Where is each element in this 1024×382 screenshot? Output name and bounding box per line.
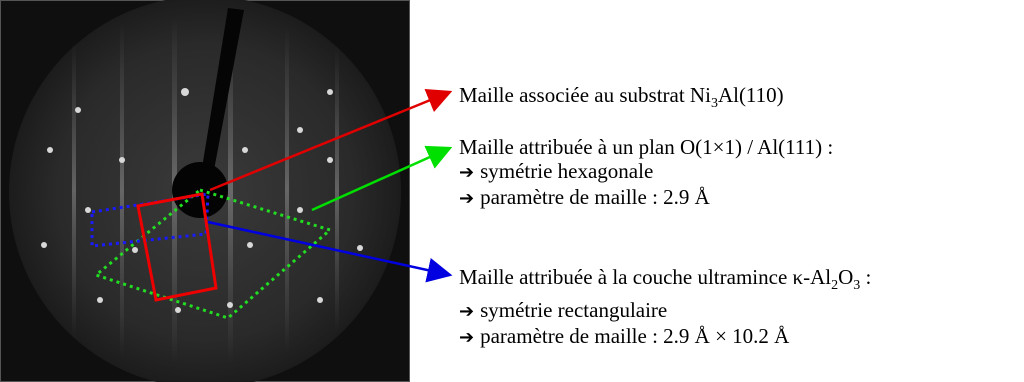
- o-plane-label: Maille attribuée à un plan O(1×1) / Al(1…: [459, 135, 833, 211]
- alumina-symmetry: ➔symétrie rectangulaire: [459, 298, 668, 323]
- diffraction-spots: [41, 88, 363, 313]
- o-plane-parameter: ➔paramètre de maille : 2.9 Å: [459, 185, 710, 209]
- o-plane-title: Maille attribuée à un plan O(1×1) / Al(1…: [459, 135, 834, 159]
- substrate-pointer-arrow: [209, 88, 453, 192]
- right-arrow-icon: ➔: [459, 327, 475, 349]
- alumina-pointer-arrow: [207, 220, 453, 283]
- alumina-parameter: ➔paramètre de maille : 2.9 Å × 10.2 Å: [459, 324, 790, 349]
- o-plane-pointer-arrow: [311, 145, 453, 212]
- alumina-title: Maille attribuée à la couche ultramince …: [459, 265, 872, 294]
- right-arrow-icon: ➔: [459, 188, 475, 209]
- substrate-label: Maille associée au substrat Ni3Al(110): [459, 83, 784, 112]
- right-arrow-icon: ➔: [459, 162, 475, 183]
- alumina-label: Maille attribuée à la couche ultramince …: [459, 265, 871, 350]
- alumina-unit-cell: [90, 192, 210, 248]
- right-arrow-icon: ➔: [459, 301, 475, 323]
- o-plane-unit-cell: [92, 188, 334, 320]
- o-plane-symmetry: ➔symétrie hexagonale: [459, 159, 654, 183]
- electron-gun-shadow: [202, 8, 244, 170]
- substrate-unit-cell: [136, 192, 218, 302]
